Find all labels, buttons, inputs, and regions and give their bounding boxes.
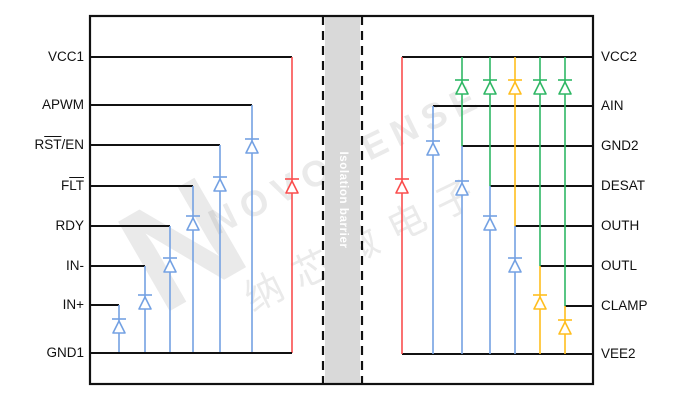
pin-label-vcc2: VCC2 — [601, 49, 638, 64]
package-outline — [88, 14, 595, 386]
esd-diode-right-0-0 — [395, 180, 409, 194]
pin-label-desat: DESAT — [601, 178, 646, 193]
esd-diode-right-6-1 — [558, 321, 572, 335]
pin-label-ain: AIN — [601, 98, 624, 113]
pin-label-gnd1: GND1 — [46, 345, 84, 360]
esd-diode-apwm — [245, 140, 259, 154]
esd-diode-right-1-0 — [426, 142, 440, 156]
pin-label-in: IN- — [66, 258, 84, 273]
esd-diode-right-2-1 — [455, 182, 469, 196]
isolation-barrier-band — [325, 16, 360, 384]
esd-diode-right-5-0 — [533, 81, 547, 95]
esd-diode-in — [138, 296, 152, 310]
pin-label-rdy: RDY — [55, 218, 84, 233]
esd-diode-right-3-1 — [483, 217, 497, 231]
pin-label-outl: OUTL — [601, 258, 638, 273]
pin-label-vcc1: VCC1 — [47, 49, 84, 64]
pin-label-inplus: IN+ — [62, 297, 84, 312]
pin-label-flt: FLT — [60, 178, 84, 193]
esd-diode-vcc1 — [285, 180, 299, 194]
pin-label-vee2: VEE2 — [601, 346, 636, 361]
esd-diode-rst-en — [213, 178, 227, 192]
esd-diode-right-4-1 — [508, 259, 522, 273]
isolation-barrier-label: Isolation barrier — [337, 151, 349, 249]
pin-label-outh: OUTH — [601, 218, 640, 233]
esd-diode-right-3-0 — [483, 81, 497, 95]
esd-diode-flt — [186, 217, 200, 231]
pin-label-gnd2: GND2 — [601, 138, 639, 153]
esd-diode-rdy — [163, 259, 177, 273]
esd-diode-right-5-1 — [533, 296, 547, 310]
pin-label-overline-flt: LT — [69, 178, 84, 193]
pin-label-clamp: CLAMP — [601, 298, 648, 313]
pin-label-apwm: APWM — [42, 97, 84, 112]
pin-label-overline-rst-en: ST — [44, 137, 62, 152]
pin-label-rst-en: RST/EN — [34, 137, 84, 152]
esd-diode-inplus — [112, 320, 126, 334]
esd-diode-right-6-0 — [558, 81, 572, 95]
esd-diode-right-4-0 — [508, 81, 522, 95]
esd-diode-right-2-0 — [455, 81, 469, 95]
